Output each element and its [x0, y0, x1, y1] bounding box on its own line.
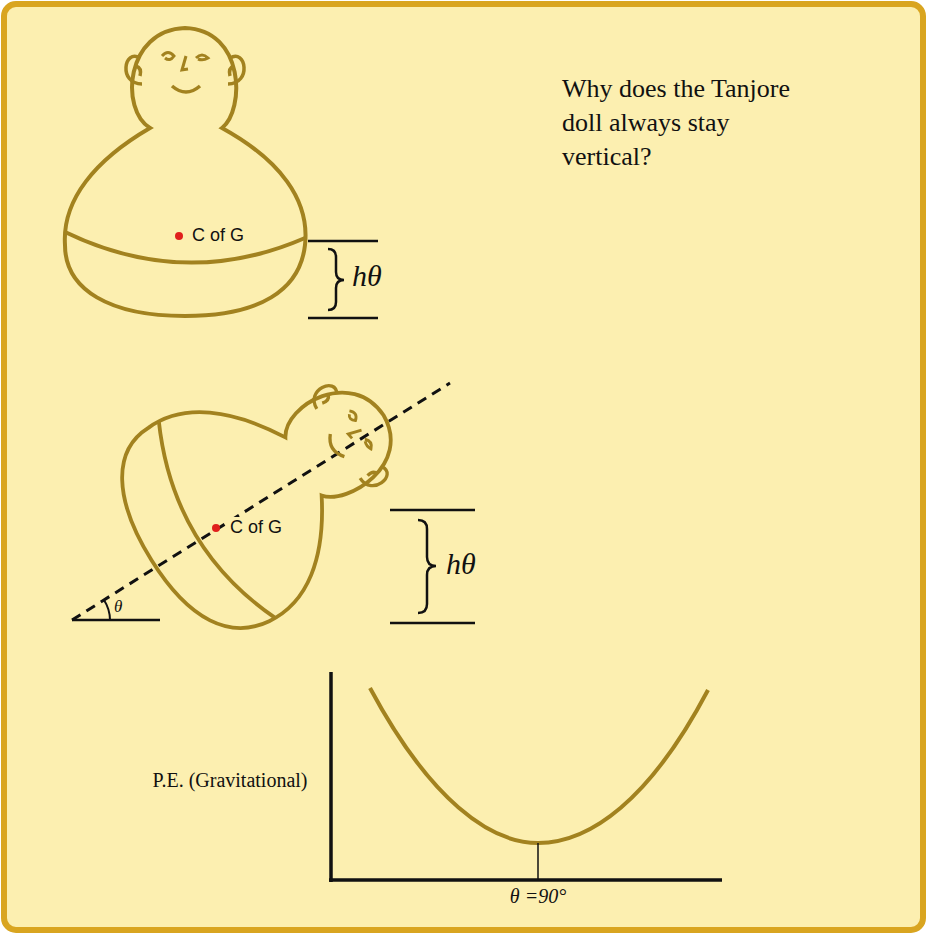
centre-of-gravity-dot [175, 232, 183, 240]
angle-label: θ [114, 598, 122, 617]
upright-doll [65, 28, 306, 316]
energy-graph [329, 672, 722, 882]
doll-axis [72, 383, 450, 620]
frame [4, 4, 923, 930]
tilted-doll [91, 318, 444, 657]
angle-arc [104, 600, 110, 620]
cog-label: C of G [228, 517, 284, 539]
ground-line [72, 619, 160, 622]
height-label: hθ [446, 546, 476, 582]
height-label: hθ [352, 258, 382, 294]
centre-of-gravity-dot [212, 524, 220, 532]
cog-label: C of G [190, 225, 246, 247]
height-bracket [390, 510, 475, 623]
title: Why does the Tanjore doll always stay ve… [562, 72, 802, 173]
axis-value: θ =90° [468, 884, 608, 908]
axis-label: P.E. (Gravitational) [140, 768, 320, 793]
